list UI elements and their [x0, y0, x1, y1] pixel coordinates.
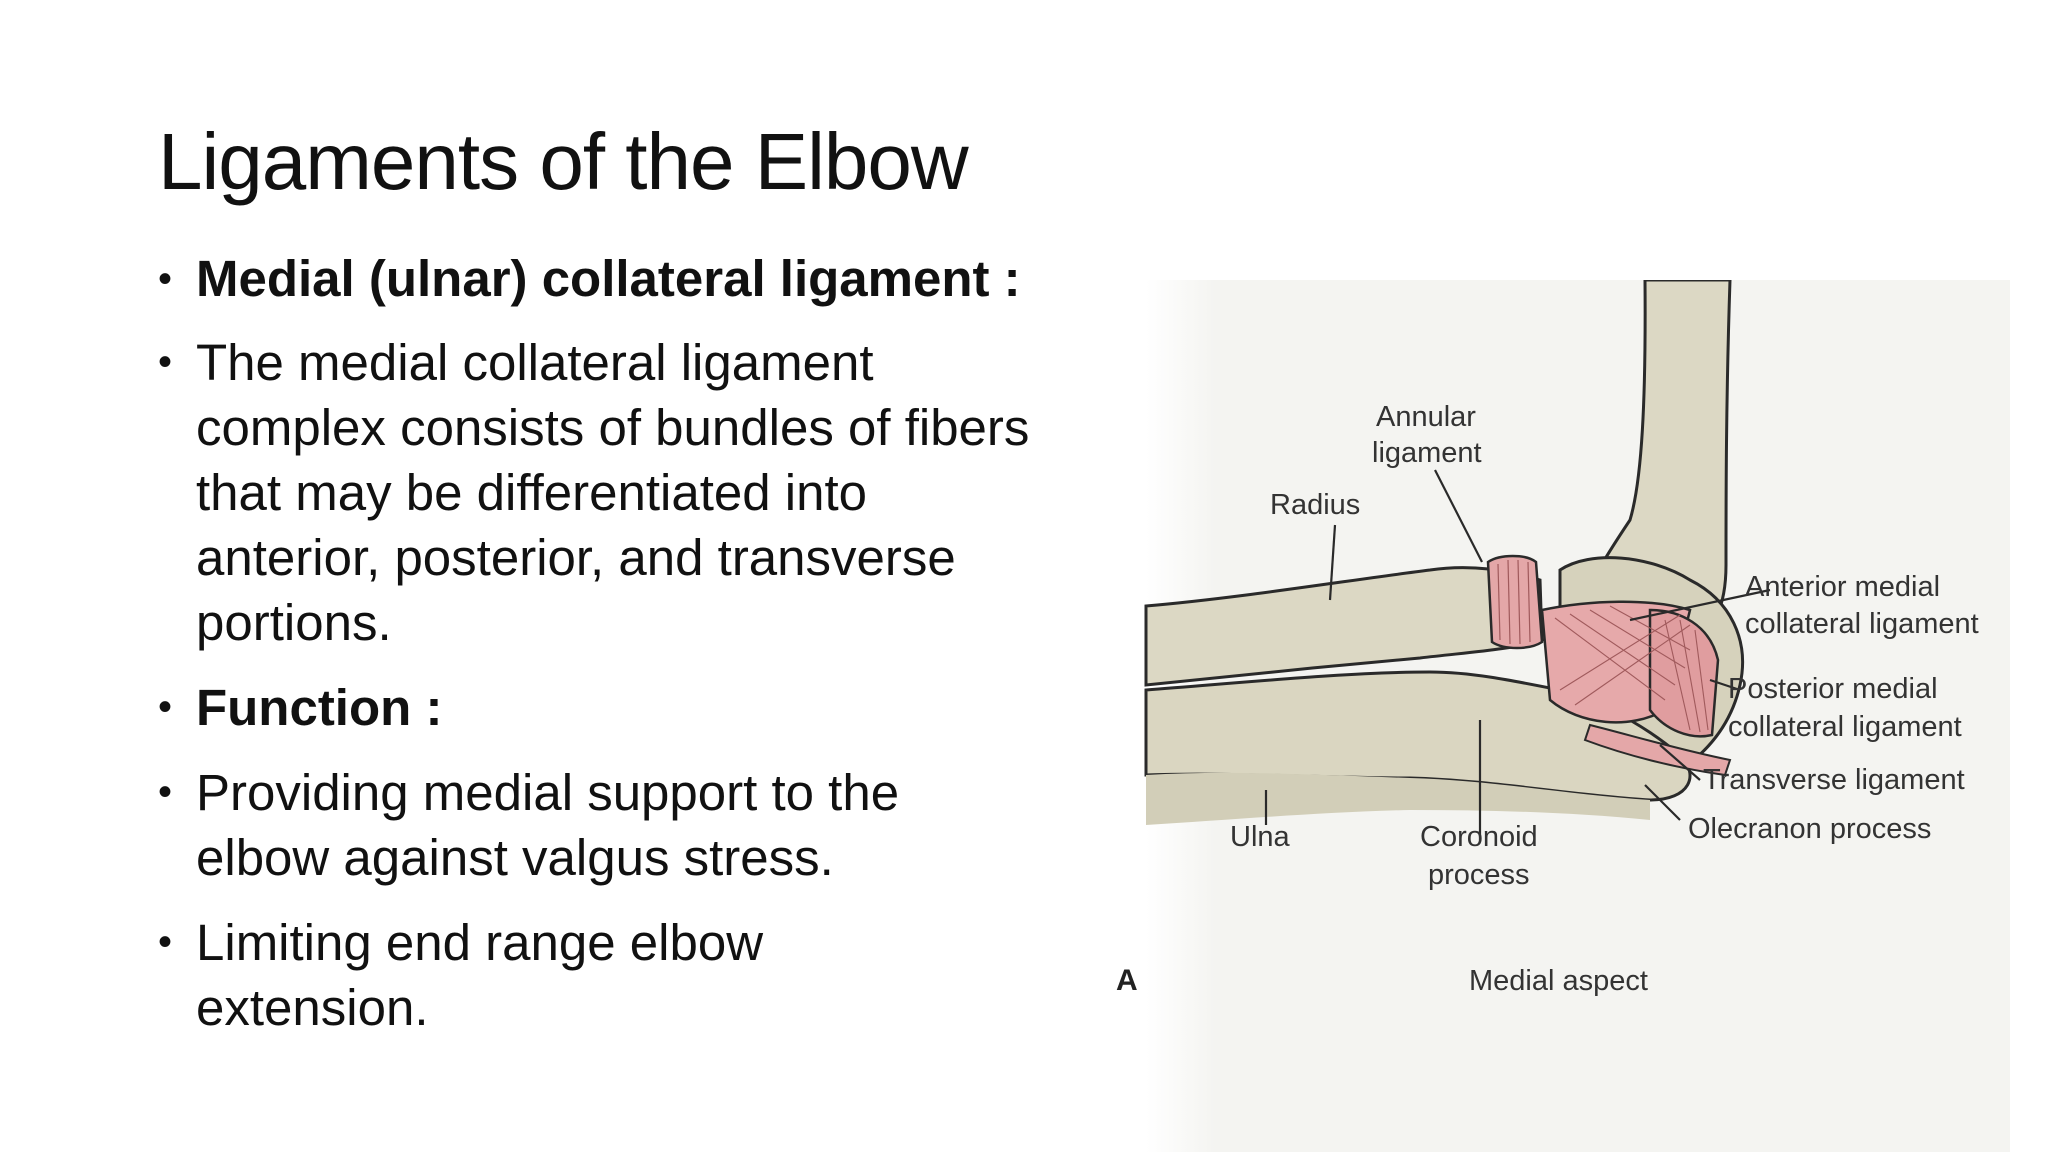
annular-ligament: [1486, 554, 1544, 650]
label-olecranon: Olecranon process: [1688, 813, 1931, 845]
label-radius: Radius: [1270, 489, 1360, 521]
bullet-item: • Function :: [158, 675, 1078, 740]
label-coronoid-line1: Coronoid: [1420, 821, 1538, 853]
label-coronoid-line2: process: [1428, 859, 1530, 891]
label-posterior-line2: collateral ligament: [1728, 711, 1962, 743]
bullet-text: Medial (ulnar) collateral ligament :: [196, 250, 1021, 307]
label-ulna: Ulna: [1230, 821, 1291, 853]
panel-letter: A: [1116, 964, 1138, 997]
elbow-illustration: Annular ligament Radius Anterior medial …: [1116, 280, 2010, 1152]
transverse-ligament: [1583, 723, 1732, 777]
label-anterior-line1: Anterior medial: [1745, 571, 1940, 603]
label-annular-line1: Annular: [1376, 401, 1476, 433]
bullet-dot-icon: •: [158, 920, 173, 964]
bullet-dot-icon: •: [158, 257, 173, 301]
ulna-shaft: [1146, 772, 1650, 825]
elbow-ligament-figure: Annular ligament Radius Anterior medial …: [1090, 280, 2010, 1152]
bullet-item: • Providing medial support to the elbow …: [158, 760, 1046, 890]
annular-ligament-fibers: [1497, 559, 1531, 645]
bullet-text: Limiting end range elbow extension.: [196, 914, 764, 1036]
bullet-item: • Medial (ulnar) collateral ligament :: [158, 248, 1078, 310]
leader-lines: [1264, 469, 1771, 840]
bullet-dot-icon: •: [158, 770, 173, 814]
bullet-item: • Limiting end range elbow extension.: [158, 910, 916, 1040]
slide-title: Ligaments of the Elbow: [158, 117, 969, 206]
bullet-dot-icon: •: [158, 685, 173, 729]
bullet-dot-icon: •: [158, 340, 173, 384]
bullet-text: The medial collateral ligament complex c…: [196, 334, 1030, 651]
label-posterior-line1: Posterior medial: [1728, 673, 1938, 705]
label-annular-line2: ligament: [1372, 437, 1482, 469]
figure-caption: Medial aspect: [1469, 965, 1648, 997]
mcl-fibers: [1554, 605, 1709, 733]
bullet-text: Providing medial support to the elbow ag…: [196, 764, 900, 886]
label-transverse: Transverse ligament: [1703, 764, 1965, 796]
bullet-text: Function :: [196, 679, 443, 736]
bullet-list: • Medial (ulnar) collateral ligament : •…: [158, 248, 1078, 1060]
bullet-item: • The medial collateral ligament complex…: [158, 330, 1046, 655]
label-anterior-line2: collateral ligament: [1745, 608, 1979, 640]
